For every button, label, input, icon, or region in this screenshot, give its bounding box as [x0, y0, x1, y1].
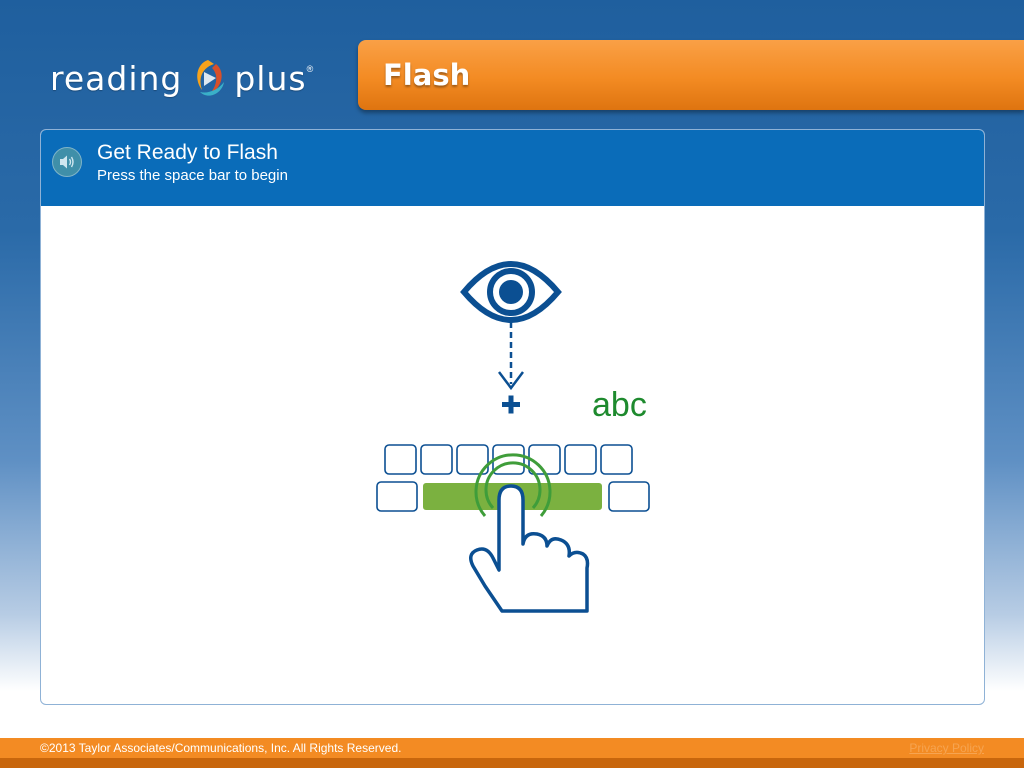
logo-swirl-icon: [197, 60, 225, 96]
arrow-down-icon: [498, 322, 524, 391]
illustration-graphic: [376, 261, 650, 613]
logo-word-plus: plus: [234, 58, 307, 98]
logo-word-reading: reading: [50, 58, 183, 98]
copyright-text: ©2013 Taylor Associates/Communications, …: [40, 741, 402, 755]
footer: ©2013 Taylor Associates/Communications, …: [0, 738, 1024, 758]
privacy-policy-link[interactable]: Privacy Policy: [909, 741, 984, 755]
speaker-icon: [60, 155, 74, 169]
flash-sample-text: abc: [592, 386, 647, 424]
press-ring-icon: [474, 453, 552, 517]
flash-instruction-illustration: abc: [41, 206, 984, 704]
registered-mark: ®: [306, 64, 314, 74]
panel-header: Get Ready to Flash Press the space bar t…: [41, 130, 984, 206]
panel-title: Get Ready to Flash: [97, 141, 278, 164]
instruction-panel: Get Ready to Flash Press the space bar t…: [40, 129, 985, 705]
panel-subtitle: Press the space bar to begin: [97, 167, 288, 184]
plus-icon: [502, 395, 520, 414]
eye-icon: [460, 261, 562, 323]
audio-button[interactable]: [52, 147, 82, 177]
hand-pointer-icon: [469, 484, 590, 613]
activity-title: Flash: [383, 58, 471, 92]
activity-title-bar: Flash: [358, 40, 1024, 110]
reading-plus-logo: reading plus ®: [50, 52, 320, 104]
footer-bottom-strip: [0, 758, 1024, 768]
